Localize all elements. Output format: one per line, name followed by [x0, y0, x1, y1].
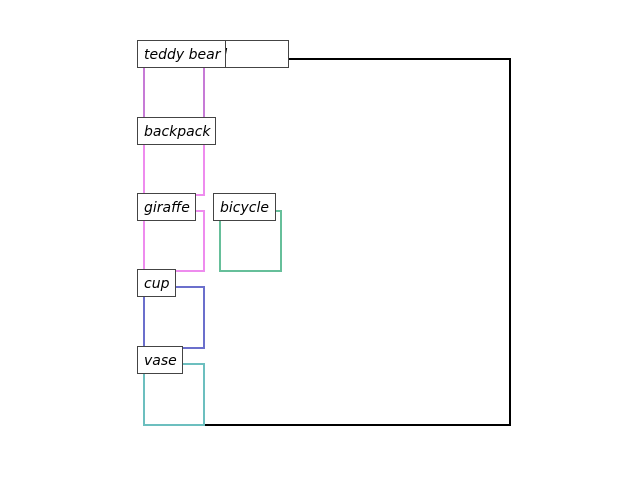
- svg-text:teddy bear: teddy bear: [144, 47, 222, 63]
- svg-text:vase: vase: [144, 353, 177, 369]
- backpack-label: backpack: [137, 117, 216, 145]
- svg-text:giraffe: giraffe: [144, 200, 190, 216]
- svg-text:backpack: backpack: [144, 124, 211, 140]
- svg-text:cup: cup: [144, 276, 170, 292]
- giraffe-label: giraffe: [137, 193, 196, 221]
- svg-text:bicycle: bicycle: [220, 200, 269, 216]
- cup-label: cup: [137, 269, 176, 297]
- teddy-bear-label: teddy bear: [137, 40, 226, 68]
- vase-label: vase: [137, 346, 183, 374]
- background-frame: [143, 58, 511, 426]
- bicycle-label: bicycle: [213, 193, 276, 221]
